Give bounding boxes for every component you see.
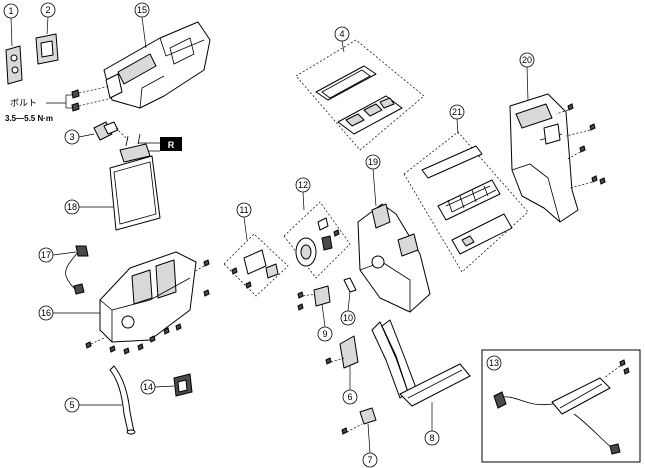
callout-11: 11: [236, 202, 252, 241]
part-7-clip: [341, 407, 377, 435]
svg-text:2: 2: [45, 5, 50, 15]
svg-text:20: 20: [522, 55, 532, 65]
svg-text:4: 4: [339, 29, 344, 39]
part-8-heater-core: [371, 319, 471, 407]
svg-text:18: 18: [67, 202, 77, 212]
part-9-mode-actuator: [297, 285, 331, 311]
svg-text:16: 16: [41, 308, 51, 318]
part-14-clamp: [173, 373, 193, 397]
svg-text:5: 5: [69, 400, 74, 410]
part-3-expansion-valve: [93, 121, 129, 141]
part-19-heater-case: [357, 203, 431, 313]
callout-10: 10: [340, 291, 356, 326]
svg-text:19: 19: [368, 157, 378, 167]
callout-3: 3: [64, 129, 95, 145]
svg-text:21: 21: [452, 107, 462, 117]
part-4-filter-frame: [295, 39, 425, 151]
callout-16: 16: [38, 305, 100, 321]
svg-text:6: 6: [347, 392, 352, 402]
screws-blower-case: [555, 103, 606, 189]
part-15-upper-duct: [103, 21, 211, 109]
svg-text:13: 13: [489, 358, 499, 368]
part-11-actuator: [223, 233, 289, 297]
part-17-sensor: [65, 245, 89, 295]
part-21-air-filter: [403, 131, 529, 273]
callout-9: 9: [317, 303, 333, 342]
part-16-lower-case: [99, 251, 197, 343]
callout-21: 21: [449, 104, 465, 135]
callout-6: 6: [342, 366, 358, 405]
callout-12: 12: [295, 177, 311, 211]
part-2-seal: [35, 33, 59, 65]
svg-text:8: 8: [429, 433, 434, 443]
replace-badge-label: R: [168, 140, 175, 150]
part-5-drain-hose: [109, 365, 136, 435]
part-10-link: [343, 277, 357, 293]
callout-5: 5: [64, 397, 122, 413]
svg-text:3: 3: [69, 132, 74, 142]
torque-spec: 3.5—5.5 N·m: [5, 114, 53, 123]
svg-text:15: 15: [137, 5, 147, 15]
svg-text:9: 9: [322, 329, 327, 339]
callout-7: 7: [362, 423, 378, 468]
svg-text:7: 7: [367, 455, 372, 465]
callout-13: 13: [486, 355, 502, 371]
screws-lower-case: [85, 259, 210, 355]
part-18-evaporator: [109, 133, 161, 231]
callout-19: 19: [365, 154, 381, 207]
part-13-inset: [481, 349, 641, 463]
svg-text:17: 17: [41, 250, 51, 260]
part-1-grommet: [5, 45, 23, 85]
svg-text:12: 12: [298, 180, 308, 190]
callout-17: 17: [38, 247, 77, 263]
callout-14: 14: [140, 379, 175, 395]
bolt-label: ボルト: [10, 98, 37, 108]
callout-15: 15: [134, 2, 150, 49]
callout-20: 20: [519, 52, 535, 101]
svg-text:10: 10: [343, 313, 353, 323]
callout-8: 8: [424, 402, 440, 446]
part-12-blend-door: [283, 201, 351, 279]
callout-2: 2: [40, 2, 56, 35]
svg-text:1: 1: [8, 6, 13, 16]
callout-4: 4: [334, 26, 350, 53]
svg-text:14: 14: [143, 382, 153, 392]
callout-1: 1: [3, 3, 19, 47]
part-6-bracket: [325, 335, 359, 369]
svg-text:11: 11: [239, 205, 248, 215]
callout-18: 18: [64, 199, 114, 215]
bolt-group-upper-left: [46, 85, 113, 112]
part-20-blower-case: [509, 93, 579, 223]
